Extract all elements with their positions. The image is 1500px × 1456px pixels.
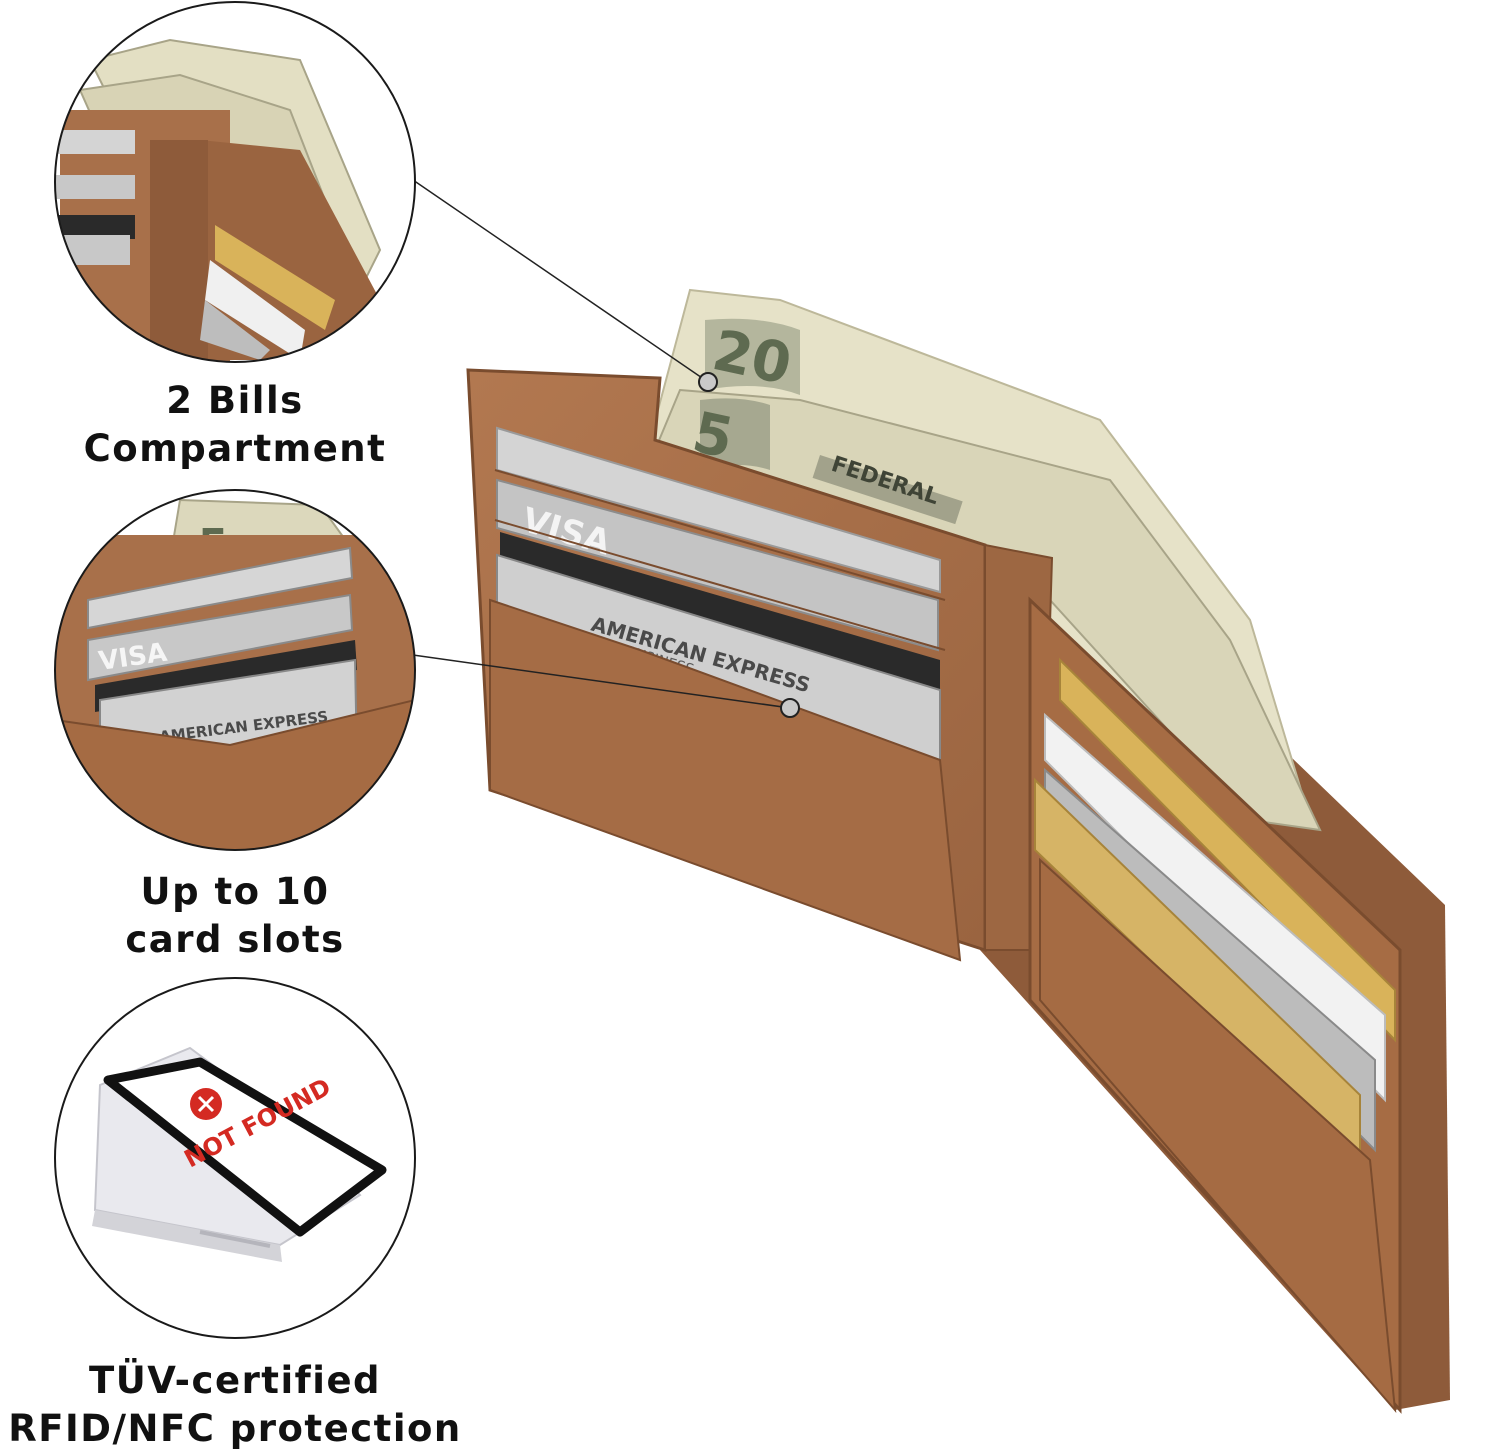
right-card-stack <box>1034 657 1396 1163</box>
bills-leader-line <box>412 179 709 383</box>
cards-leader-dot <box>780 698 800 718</box>
bills-compartment-caption: 2 Bills Compartment <box>35 377 435 473</box>
left-card-stack: VISA AMERICAN EXPRESS BUSINESS <box>496 426 941 762</box>
card-reader-icon: NOT FOUND <box>92 1046 387 1262</box>
rfid-caption-line1: TÜV-certified <box>88 1359 382 1402</box>
rfid-caption-line2: RFID/NFC protection <box>8 1407 462 1450</box>
bills-caption-line2: Compartment <box>83 427 387 470</box>
cards-caption-line1: Up to 10 <box>140 870 330 913</box>
bills-leader-dot <box>698 372 718 392</box>
cards-caption-line2: card slots <box>125 918 345 961</box>
rfid-reader-circle: NOT FOUND <box>54 977 416 1339</box>
cards-zoom-circle: 5 VISA AMERICAN EXPRESS BUSINESS <box>54 489 416 851</box>
bills-zoom-circle <box>54 1 416 363</box>
bills-caption-line1: 2 Bills <box>166 379 304 422</box>
cards-leader-line <box>412 654 791 709</box>
wallet-image: 20 5 FEDERAL VISA AMERICAN EXPRESS BUSIN… <box>466 288 1450 1414</box>
bill-denomination-20: 20 <box>707 318 797 398</box>
rfid-protection-caption: TÜV-certified RFID/NFC protection <box>0 1357 475 1453</box>
card-slots-caption: Up to 10 card slots <box>35 868 435 964</box>
